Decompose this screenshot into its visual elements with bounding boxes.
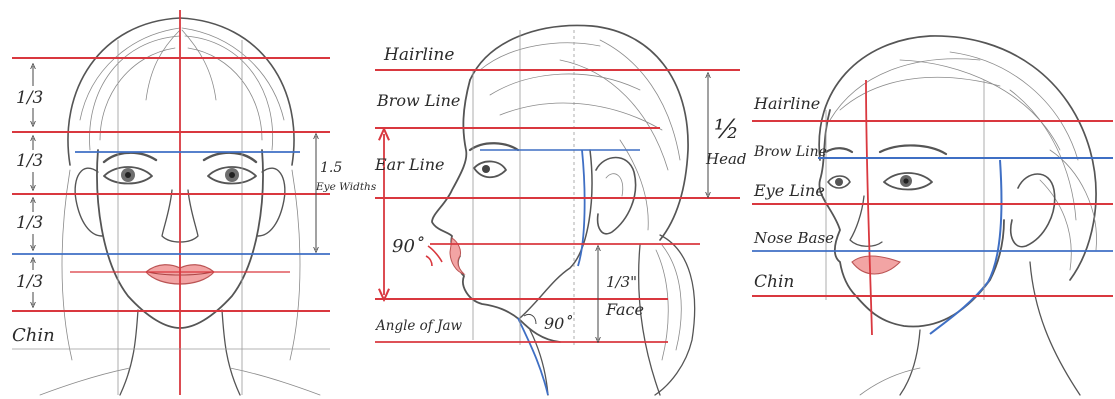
front-left-brow [104, 153, 156, 162]
tq-nose-label: Nose Base [753, 229, 834, 247]
profile-view: Hairline Brow Line Ear Line 90˚ Angle of… [374, 25, 747, 395]
front-fraction-1: 1/3 [16, 88, 43, 108]
front-fraction-3: 1/3 [16, 213, 43, 233]
profile-half-fraction: ½ [714, 115, 739, 145]
profile-ear-label: Ear Line [374, 155, 444, 174]
tq-eye-label: Eye Line [753, 181, 825, 200]
front-right-eye [208, 167, 256, 184]
profile-jaw-blue [578, 150, 585, 266]
profile-ear [596, 158, 636, 234]
profile-half-unit: Head [705, 150, 747, 168]
tq-ear [1011, 174, 1055, 247]
tq-brow-label: Brow Line [753, 144, 827, 160]
profile-angle-upper: 90˚ [392, 235, 424, 257]
front-chin-label: Chin [12, 325, 55, 346]
profile-jaw-label: Angle of Jaw [374, 318, 463, 334]
profile-brow-label: Brow Line [376, 91, 460, 110]
profile-hairline-label: Hairline [383, 45, 454, 65]
tq-lips [852, 256, 900, 274]
tq-right-brow [880, 145, 946, 154]
profile-brow [470, 143, 518, 150]
tq-left-eye [828, 176, 850, 188]
front-view: 1/3 1/3 1/3 1/3 Chin 1.5 Eye Widths [12, 10, 377, 395]
profile-eye [474, 161, 506, 177]
tq-right-eye [884, 173, 932, 190]
front-right-brow [204, 153, 256, 162]
tq-hairline-label: Hairline [753, 94, 820, 113]
front-fraction-4: 1/3 [16, 272, 43, 292]
three-quarter-view: Hairline Brow Line Eye Line Nose Base Ch… [752, 36, 1113, 395]
tq-left-brow [826, 148, 852, 152]
profile-face-fraction: 1/3" [606, 273, 637, 291]
front-eye-measure-unit: Eye Widths [315, 181, 377, 193]
profile-angle-lower: 90˚ [544, 314, 572, 333]
front-left-eye [104, 167, 152, 184]
profile-face-outline [432, 80, 560, 342]
tq-chin-label: Chin [754, 272, 794, 292]
tq-jaw-blue [930, 160, 1002, 334]
front-fraction-2: 1/3 [16, 151, 43, 171]
front-eye-measure-value: 1.5 [320, 160, 342, 176]
profile-hair-sketch [470, 25, 695, 395]
profile-face-unit: Face [605, 300, 644, 319]
